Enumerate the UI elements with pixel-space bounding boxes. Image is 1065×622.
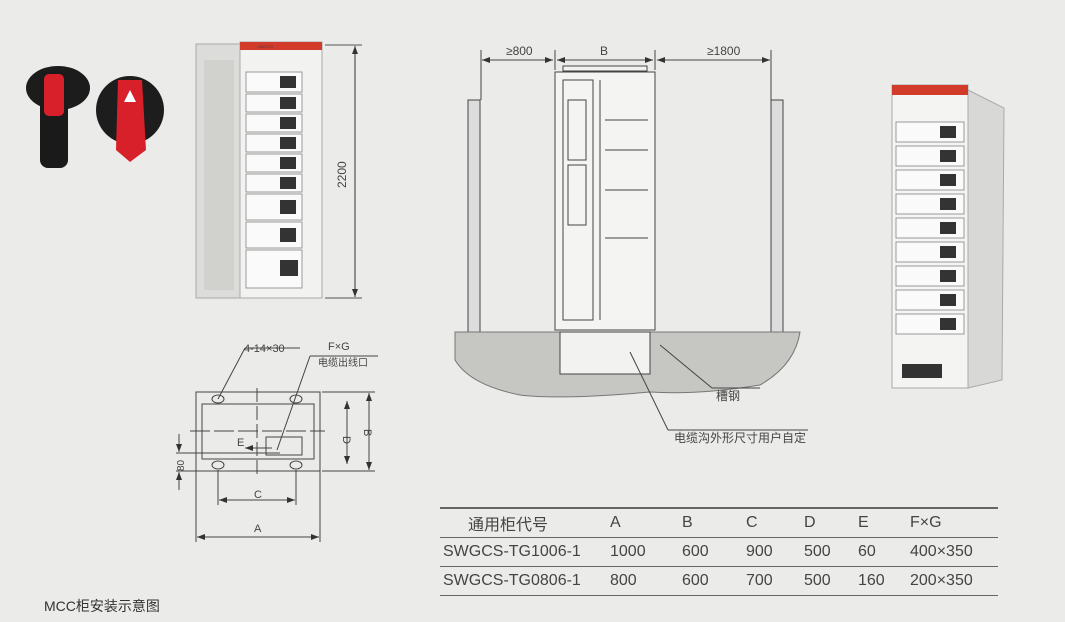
cell-fg: 200×350 xyxy=(910,566,998,596)
cabinet-photo-right xyxy=(891,84,1005,389)
cell-d: 500 xyxy=(804,537,858,567)
dim-80-label: 80 xyxy=(176,459,187,471)
right-clearance-label: ≥1800 xyxy=(707,44,741,58)
cell-model: SWGCS-TG0806-1 xyxy=(440,566,610,596)
height-label: 2200 xyxy=(335,161,349,188)
header-fg: F×G xyxy=(910,507,998,538)
width-label: B xyxy=(600,44,608,58)
header-b: B xyxy=(682,507,746,538)
left-clearance-label: ≥800 xyxy=(506,44,533,58)
cell-a: 800 xyxy=(610,566,682,596)
table-row: SWGCS-TG1006-1 1000 600 900 500 60 400×3… xyxy=(440,537,998,567)
cable-outlet-label: 电缆出线口 xyxy=(318,356,368,369)
mounting-holes-label: 4-14×30 xyxy=(244,343,285,355)
header-model: 通用柜代号 xyxy=(440,507,610,538)
rotary-handle-front-icon xyxy=(26,66,90,168)
dim-c-label: C xyxy=(254,489,262,501)
figure-caption: MCC柜安装示意图 xyxy=(44,598,160,614)
dim-e-label: E xyxy=(237,437,244,449)
cell-d: 500 xyxy=(804,566,858,596)
cell-e: 160 xyxy=(858,566,910,596)
cell-e: 60 xyxy=(858,537,910,567)
table-header-row: 通用柜代号 A B C D E F×G xyxy=(440,507,998,538)
cable-trench-label: 电缆沟外形尺寸用户自定 xyxy=(674,430,806,445)
cell-model: SWGCS-TG1006-1 xyxy=(440,537,610,567)
cell-b: 600 xyxy=(682,566,746,596)
cell-fg: 400×350 xyxy=(910,537,998,567)
header-a: A xyxy=(610,507,682,538)
dim-b-label: B xyxy=(361,429,373,436)
header-e: E xyxy=(858,507,910,538)
cell-a: 1000 xyxy=(610,537,682,567)
dim-d-label: D xyxy=(340,436,352,444)
dim-a-label: A xyxy=(254,523,262,535)
opening-size-label: F×G xyxy=(328,341,350,353)
cabinet-photo-left xyxy=(195,41,323,299)
cell-c: 700 xyxy=(746,566,804,596)
elevation-view xyxy=(454,50,808,431)
brand-label: SWGCS xyxy=(258,44,273,49)
header-c: C xyxy=(746,507,804,538)
header-d: D xyxy=(804,507,858,538)
plan-view xyxy=(176,347,378,542)
table-row: SWGCS-TG0806-1 800 600 700 500 160 200×3… xyxy=(440,566,998,596)
cell-c: 900 xyxy=(746,537,804,567)
dimension-table: 通用柜代号 A B C D E F×G SWGCS-TG1006-1 1000 … xyxy=(440,507,998,596)
channel-steel-label: 槽钢 xyxy=(716,389,740,403)
rotary-handle-angled-icon xyxy=(96,76,164,162)
cell-b: 600 xyxy=(682,537,746,567)
